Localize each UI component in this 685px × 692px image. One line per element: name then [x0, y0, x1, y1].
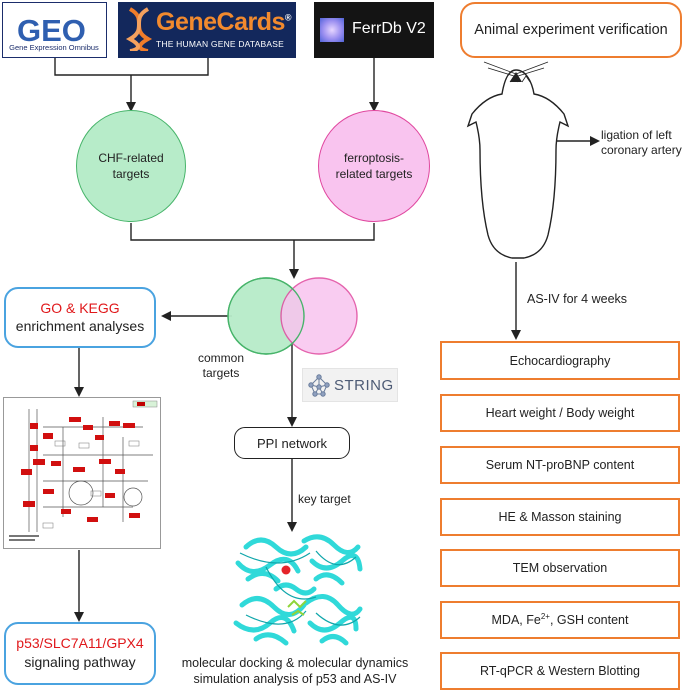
treatment-label: AS-IV for 4 weeks: [527, 292, 628, 306]
enrichment-box: GO & KEGG enrichment analyses: [4, 287, 156, 348]
animal-experiment-title: Animal experiment verification: [474, 22, 668, 38]
key-target-label: key target: [298, 492, 351, 506]
ppi-network-label: PPI network: [256, 435, 328, 451]
ferrdb-icon: [320, 18, 344, 42]
dna-icon: [125, 7, 153, 51]
assay-rtqpcr-western: RT-qPCR & Western Blotting: [440, 652, 680, 690]
p53-protein-structure: [233, 534, 363, 646]
ferrdb-logo-text: FerrDb V2: [352, 20, 426, 37]
ferrdb-logo: FerrDb V2: [314, 2, 434, 58]
enrichment-subtitle: enrichment analyses: [15, 318, 145, 334]
geo-logo-letters: GEO: [17, 13, 86, 48]
registered-mark: ®: [284, 12, 292, 23]
assay-nt-probnp: Serum NT-proBNP content: [440, 446, 680, 484]
network-icon: [308, 374, 330, 397]
genecards-logo: GeneCards® THE HUMAN GENE DATABASE: [118, 2, 296, 58]
string-logo-text: STRING: [334, 377, 394, 394]
pathway-box: p53/SLC7A11/GPX4 signaling pathway: [4, 622, 156, 685]
pathway-title: p53/SLC7A11/GPX4: [16, 635, 144, 651]
common-targets-label: common targets: [197, 351, 244, 380]
rat-illustration: [466, 61, 570, 259]
ferroptosis-targets-circle: ferroptosis-related targets: [318, 110, 430, 222]
assay-tem: TEM observation: [440, 549, 680, 587]
enrichment-title: GO & KEGG: [40, 300, 120, 316]
docking-caption-line1: molecular docking & molecular dynamics: [181, 656, 409, 670]
pathway-subtitle: signaling pathway: [24, 654, 136, 670]
geo-logo-subtitle: Gene Expression Omnibus: [9, 43, 99, 52]
assay-heart-weight: Heart weight / Body weight: [440, 394, 680, 432]
ligation-label: ligation of left coronary artery: [601, 128, 685, 158]
animal-experiment-box: Animal experiment verification: [460, 2, 682, 58]
geo-logo: GEO Gene Expression Omnibus: [2, 2, 107, 58]
ligation-line2: coronary artery: [601, 143, 682, 157]
assay-echocardiography: Echocardiography: [440, 341, 680, 380]
docking-caption-line2: simulation analysis of p53 and AS-IV: [193, 672, 397, 686]
chf-targets-label: CHF-related targets: [98, 151, 164, 181]
ppi-network-box: PPI network: [234, 427, 350, 459]
ferroptosis-targets-label: ferroptosis-related targets: [335, 151, 413, 181]
venn-diagram: [227, 277, 358, 355]
chf-targets-circle: CHF-related targets: [76, 110, 186, 222]
genecards-logo-text: GeneCards: [156, 8, 285, 36]
ligation-line1: ligation of left: [601, 128, 672, 142]
genecards-logo-subtitle: THE HUMAN GENE DATABASE: [156, 39, 285, 49]
assay-he-masson: HE & Masson staining: [440, 498, 680, 536]
assay-mda-fe-gsh: MDA, Fe2+, GSH content: [440, 601, 680, 639]
string-logo: STRING: [302, 368, 398, 402]
kegg-pathway-map: [3, 397, 161, 549]
